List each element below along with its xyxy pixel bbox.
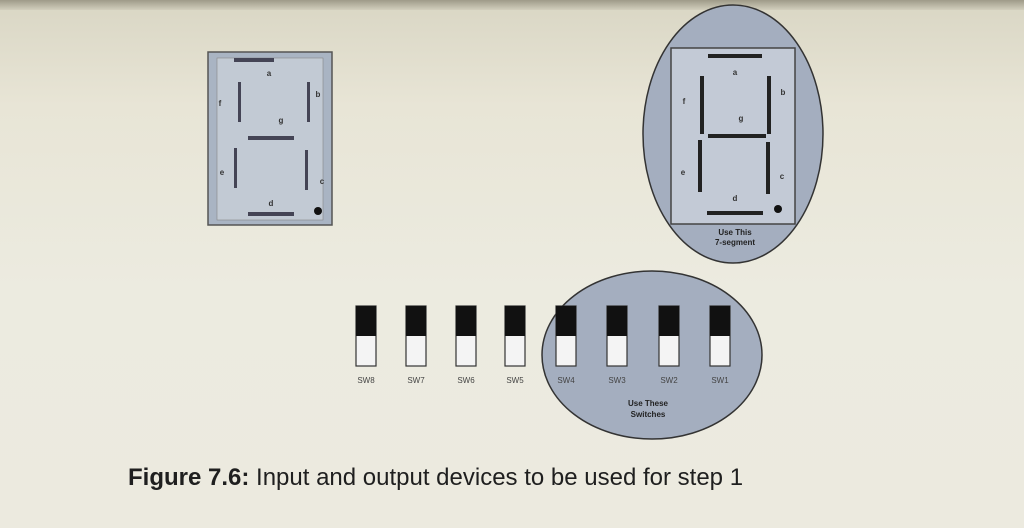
io-devices-diagram: a b c d e f g a b c d e f g Use This 7-s… — [207, 4, 824, 440]
right-label-b: b — [781, 88, 786, 97]
right-label-f: f — [683, 97, 686, 106]
left-seg-a — [234, 58, 274, 62]
dip-switch-bank: SW8 SW7 SW6 SW5 SW4 SW3 — [355, 305, 731, 419]
switch-sw4: SW4 — [555, 305, 577, 385]
left-seg-e — [234, 148, 237, 188]
right-seg-f — [700, 76, 704, 134]
switch-sw2-lever — [659, 306, 679, 336]
left-seg-d — [248, 212, 294, 216]
right-seg-g — [708, 134, 766, 138]
left-seg-g — [248, 136, 294, 140]
left-label-f: f — [219, 99, 222, 108]
switches-callout-line2: Switches — [631, 410, 666, 419]
left-label-d: d — [269, 199, 274, 208]
figure-caption-text: Input and output devices to be used for … — [249, 464, 744, 491]
right-label-d: d — [733, 194, 738, 203]
left-seven-segment-display: a b c d e f g — [207, 51, 333, 226]
switch-label: SW1 — [711, 376, 729, 385]
right-label-a: a — [733, 68, 738, 77]
left-seg-b — [307, 82, 310, 122]
switch-label: SW8 — [357, 376, 375, 385]
switch-sw6-lever — [456, 306, 476, 336]
switch-sw3-lever — [607, 306, 627, 336]
left-label-a: a — [267, 69, 272, 78]
left-label-g: g — [279, 116, 284, 125]
switch-sw2: SW2 — [658, 305, 680, 385]
left-label-c: c — [320, 177, 325, 186]
top-edge — [0, 0, 1024, 10]
seven-segment-callout-line2: 7-segment — [715, 238, 755, 247]
left-seg-c — [305, 150, 308, 190]
switch-label: SW2 — [660, 376, 678, 385]
right-decimal-point — [774, 205, 782, 213]
seven-segment-callout-line1: Use This — [718, 228, 752, 237]
switch-label: SW5 — [506, 376, 524, 385]
right-seven-segment-display: a b c d e f g Use This 7-segment — [642, 4, 824, 264]
left-seg-f — [238, 82, 241, 122]
switches-callout-line1: Use These — [628, 399, 669, 408]
switch-sw7: SW7 — [405, 305, 427, 385]
switches-callout-oval — [541, 270, 763, 440]
figure-caption-label: Figure 7.6: — [128, 464, 250, 491]
switch-sw3: SW3 — [606, 305, 628, 385]
figure-caption: Figure 7.6: Input and output devices to … — [128, 464, 743, 492]
switch-label: SW7 — [407, 376, 425, 385]
switch-sw1-lever — [710, 306, 730, 336]
left-label-b: b — [316, 90, 321, 99]
right-seg-e — [698, 140, 702, 192]
right-seg-c — [766, 142, 770, 194]
right-label-e: e — [681, 168, 686, 177]
switch-sw8-lever — [356, 306, 376, 336]
switch-sw7-lever — [406, 306, 426, 336]
right-label-c: c — [780, 172, 785, 181]
right-seg-d — [707, 211, 763, 215]
switch-label: SW3 — [608, 376, 626, 385]
switch-sw4-lever — [556, 306, 576, 336]
right-seg-b — [767, 76, 771, 134]
right-seg-a — [708, 54, 762, 58]
switch-sw1: SW1 — [709, 305, 731, 385]
switch-label: SW4 — [557, 376, 575, 385]
switch-sw8: SW8 — [355, 305, 377, 385]
switch-sw6: SW6 — [455, 305, 477, 385]
switch-sw5: SW5 — [504, 305, 526, 385]
left-decimal-point — [314, 207, 322, 215]
left-label-e: e — [220, 168, 225, 177]
switch-sw5-lever — [505, 306, 525, 336]
switch-label: SW6 — [457, 376, 475, 385]
right-label-g: g — [739, 114, 744, 123]
